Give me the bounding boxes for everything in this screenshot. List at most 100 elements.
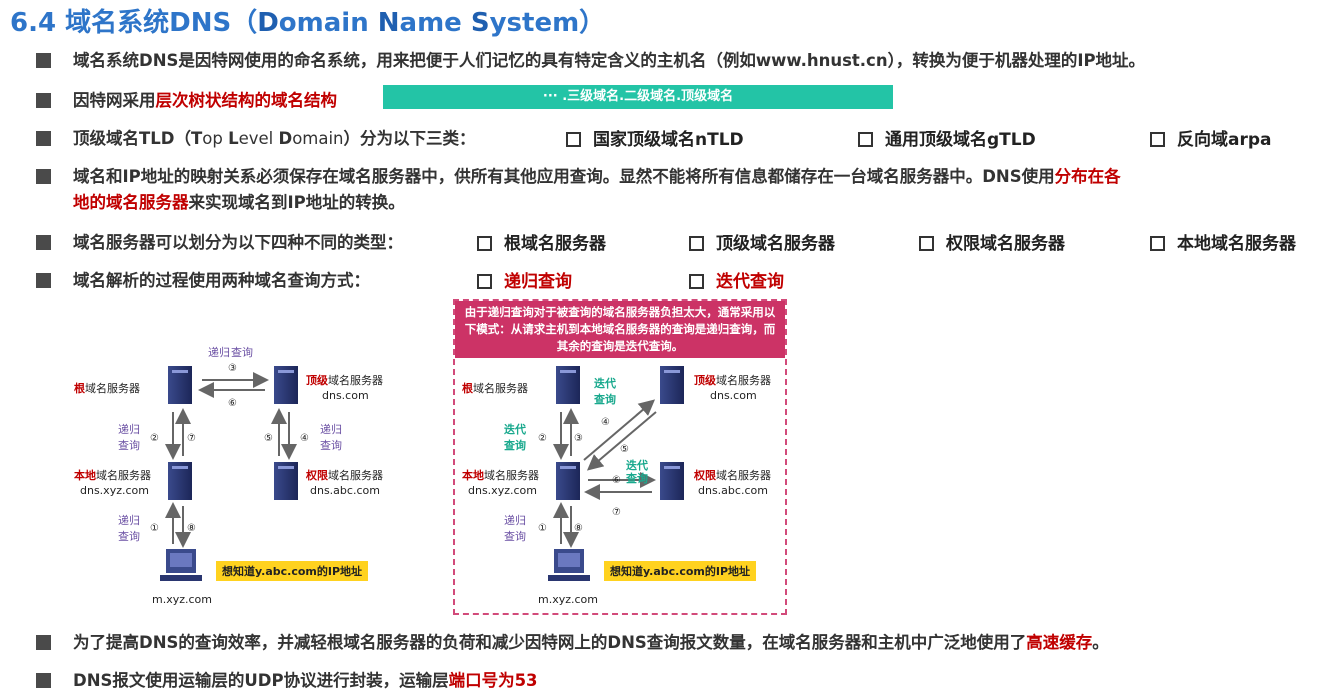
checkbox-icon[interactable] bbox=[1150, 132, 1165, 147]
server-icon bbox=[556, 462, 580, 500]
svg-text:本地域名服务器: 本地域名服务器 bbox=[74, 468, 151, 482]
bullet-4: 域名和IP地址的映射关系必须保存在域名服务器中，供所有其他应用查询。显然不能将所… bbox=[36, 163, 1121, 187]
tld-op: op bbox=[202, 129, 229, 148]
step-3: ③ bbox=[228, 363, 237, 374]
query-label: 查询 bbox=[118, 529, 140, 543]
checkbox-icon[interactable] bbox=[477, 274, 492, 289]
step-7: ⑦ bbox=[187, 433, 196, 444]
bullet-square-icon bbox=[36, 169, 51, 184]
local-label-red: 本地 bbox=[74, 468, 96, 482]
option-iterative[interactable]: 迭代查询 bbox=[689, 267, 784, 292]
client-host: m.xyz.com bbox=[152, 593, 212, 606]
checkbox-icon[interactable] bbox=[1150, 236, 1165, 251]
hybrid-mode-note: 由于递归查询对于被查询的域名服务器负担太大，通常采用以下模式：从请求主机到本地域… bbox=[455, 301, 785, 358]
checkbox-icon[interactable] bbox=[858, 132, 873, 147]
option-label: 权限域名服务器 bbox=[946, 234, 1065, 254]
option-label: 根域名服务器 bbox=[504, 234, 606, 254]
bullet-square-icon bbox=[36, 235, 51, 250]
query-label: 查询 bbox=[118, 438, 140, 452]
option-ntld[interactable]: 国家顶级域名nTLD bbox=[566, 125, 744, 150]
query-label: 查询 bbox=[231, 345, 253, 359]
query-label: 递归 bbox=[118, 513, 140, 527]
page-title: 6.4 域名系统DNS（Domain Name System） bbox=[10, 2, 605, 39]
bullet-1: 域名系统DNS是因特网使用的命名系统，用来把便于人们记忆的具有特定含义的主机名（… bbox=[36, 47, 1145, 71]
bullet-8-highlight: 端口号为53 bbox=[448, 671, 538, 690]
bullet-3: 顶级域名TLD（Top Level Domain）分为以下三类： bbox=[36, 125, 476, 149]
step-1: ① bbox=[150, 523, 159, 534]
step-1: ① bbox=[538, 523, 547, 534]
bullet-5-text: 域名服务器可以划分为以下四种不同的类型： bbox=[73, 233, 403, 252]
local-label: 域名服务器 bbox=[96, 468, 151, 482]
option-auth-server[interactable]: 权限域名服务器 bbox=[919, 229, 1065, 254]
title-cap-s: S bbox=[470, 8, 490, 38]
domain-structure-bar: ··· .三级域名.二级域名.顶级域名 bbox=[383, 85, 893, 109]
bullet-6: 域名解析的过程使用两种域名查询方式： bbox=[36, 267, 370, 291]
bullet-4-highlight-1: 分布在各 bbox=[1054, 167, 1121, 186]
root-label: 域名服务器 bbox=[473, 381, 528, 395]
option-label: 递归查询 bbox=[504, 272, 572, 292]
server-icon bbox=[660, 366, 684, 404]
query-target-label: 想知道y.abc.com的IP地址 bbox=[216, 561, 369, 581]
checkbox-icon[interactable] bbox=[689, 274, 704, 289]
bullet-square-icon bbox=[36, 131, 51, 146]
server-icon bbox=[660, 462, 684, 500]
title-suffix: ） bbox=[579, 8, 606, 38]
tld-evel: evel bbox=[238, 129, 279, 148]
computer-icon bbox=[548, 549, 590, 581]
bullet-1-text: 域名系统DNS是因特网使用的命名系统，用来把便于人们记忆的具有特定含义的主机名（… bbox=[73, 51, 1146, 70]
bullet-5: 域名服务器可以划分为以下四种不同的类型： bbox=[36, 229, 403, 253]
checkbox-icon[interactable] bbox=[566, 132, 581, 147]
option-tld-server[interactable]: 顶级域名服务器 bbox=[689, 229, 835, 254]
title-ame: ame bbox=[399, 8, 471, 38]
root-label-red: 根 bbox=[462, 381, 474, 395]
tld-cap-l: L bbox=[228, 129, 239, 148]
root-label: 域名服务器 bbox=[85, 381, 140, 395]
option-recursive[interactable]: 递归查询 bbox=[477, 267, 572, 292]
server-icon bbox=[274, 462, 298, 500]
server-icon bbox=[168, 462, 192, 500]
option-root-server[interactable]: 根域名服务器 bbox=[477, 229, 606, 254]
bullet-square-icon bbox=[36, 53, 51, 68]
bullet-2-text: 因特网采用 bbox=[73, 91, 156, 110]
step-6: ⑥ bbox=[612, 475, 621, 486]
svg-text:权限域名服务器: 权限域名服务器 bbox=[693, 468, 771, 482]
bullet-square-icon bbox=[36, 93, 51, 108]
checkbox-icon[interactable] bbox=[689, 236, 704, 251]
option-gtld[interactable]: 通用顶级域名gTLD bbox=[858, 125, 1036, 150]
auth-label: 域名服务器 bbox=[716, 468, 771, 482]
server-icon bbox=[168, 366, 192, 404]
option-label: 本地域名服务器 bbox=[1177, 234, 1296, 254]
query-label: 递归 bbox=[208, 345, 230, 359]
bullet-7-post: 。 bbox=[1092, 633, 1109, 652]
tld-label: 域名服务器 bbox=[328, 373, 383, 387]
query-target-label: 想知道y.abc.com的IP地址 bbox=[604, 561, 757, 581]
svg-text:根域名服务器: 根域名服务器 bbox=[462, 381, 528, 395]
tld-cap-t: T bbox=[190, 129, 203, 148]
title-cap-n: N bbox=[377, 8, 400, 38]
bullet-square-icon bbox=[36, 273, 51, 288]
bullet-7-highlight: 高速缓存 bbox=[1026, 633, 1093, 652]
bullet-3-text: 顶级域名TLD（ bbox=[73, 129, 191, 148]
checkbox-icon[interactable] bbox=[477, 236, 492, 251]
step-8: ⑧ bbox=[574, 523, 583, 534]
query-label: 查询 bbox=[594, 392, 616, 406]
bullet-4-highlight-2: 地的域名服务器 bbox=[73, 193, 189, 212]
checkbox-icon[interactable] bbox=[919, 236, 934, 251]
option-label: 迭代查询 bbox=[716, 272, 784, 292]
option-arpa[interactable]: 反向域arpa bbox=[1150, 125, 1272, 150]
svg-text:权限域名服务器: 权限域名服务器 bbox=[305, 468, 383, 482]
bullet-7-text: 为了提高DNS的查询效率，并减轻根域名服务器的负荷和减少因特网上的DNS查询报文… bbox=[73, 633, 1027, 652]
bullet-4-text: 域名和IP地址的映射关系必须保存在域名服务器中，供所有其他应用查询。显然不能将所… bbox=[73, 167, 1055, 186]
svg-text:本地域名服务器: 本地域名服务器 bbox=[462, 468, 539, 482]
option-local-server[interactable]: 本地域名服务器 bbox=[1150, 229, 1296, 254]
tld-label-red: 顶级 bbox=[694, 373, 717, 387]
step-7: ⑦ bbox=[612, 507, 621, 518]
root-label-red: 根 bbox=[74, 381, 86, 395]
auth-host: dns.abc.com bbox=[310, 484, 380, 497]
query-label: 查询 bbox=[320, 438, 342, 452]
client-host: m.xyz.com bbox=[538, 593, 598, 606]
query-label: 递归 bbox=[320, 422, 342, 436]
server-icon bbox=[556, 366, 580, 404]
step-8: ⑧ bbox=[187, 523, 196, 534]
tld-cap-d: D bbox=[278, 129, 293, 148]
